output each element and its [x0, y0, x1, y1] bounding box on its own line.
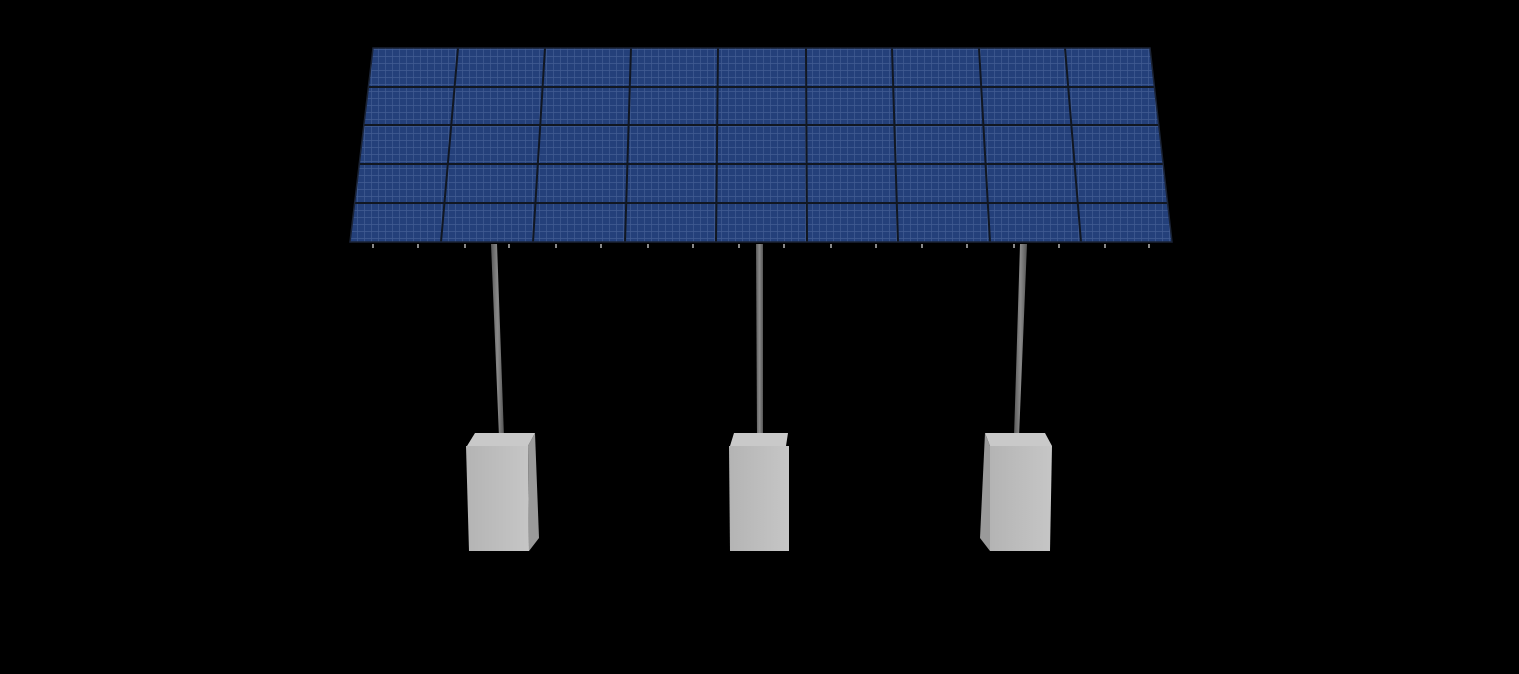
rail-clamps: [372, 244, 1150, 248]
footing-right: [980, 433, 1052, 551]
footings: [466, 433, 1052, 551]
poles: [491, 244, 1027, 437]
solar-panel-array: [349, 47, 1173, 243]
footing-left: [466, 433, 539, 551]
row-dividers: [355, 86, 1168, 204]
footing-center: [729, 433, 789, 551]
array-surface: [350, 48, 1172, 242]
pole-right: [1014, 244, 1027, 437]
pole-center: [756, 244, 763, 437]
column-dividers: [440, 47, 1082, 243]
pole-left: [491, 244, 504, 437]
